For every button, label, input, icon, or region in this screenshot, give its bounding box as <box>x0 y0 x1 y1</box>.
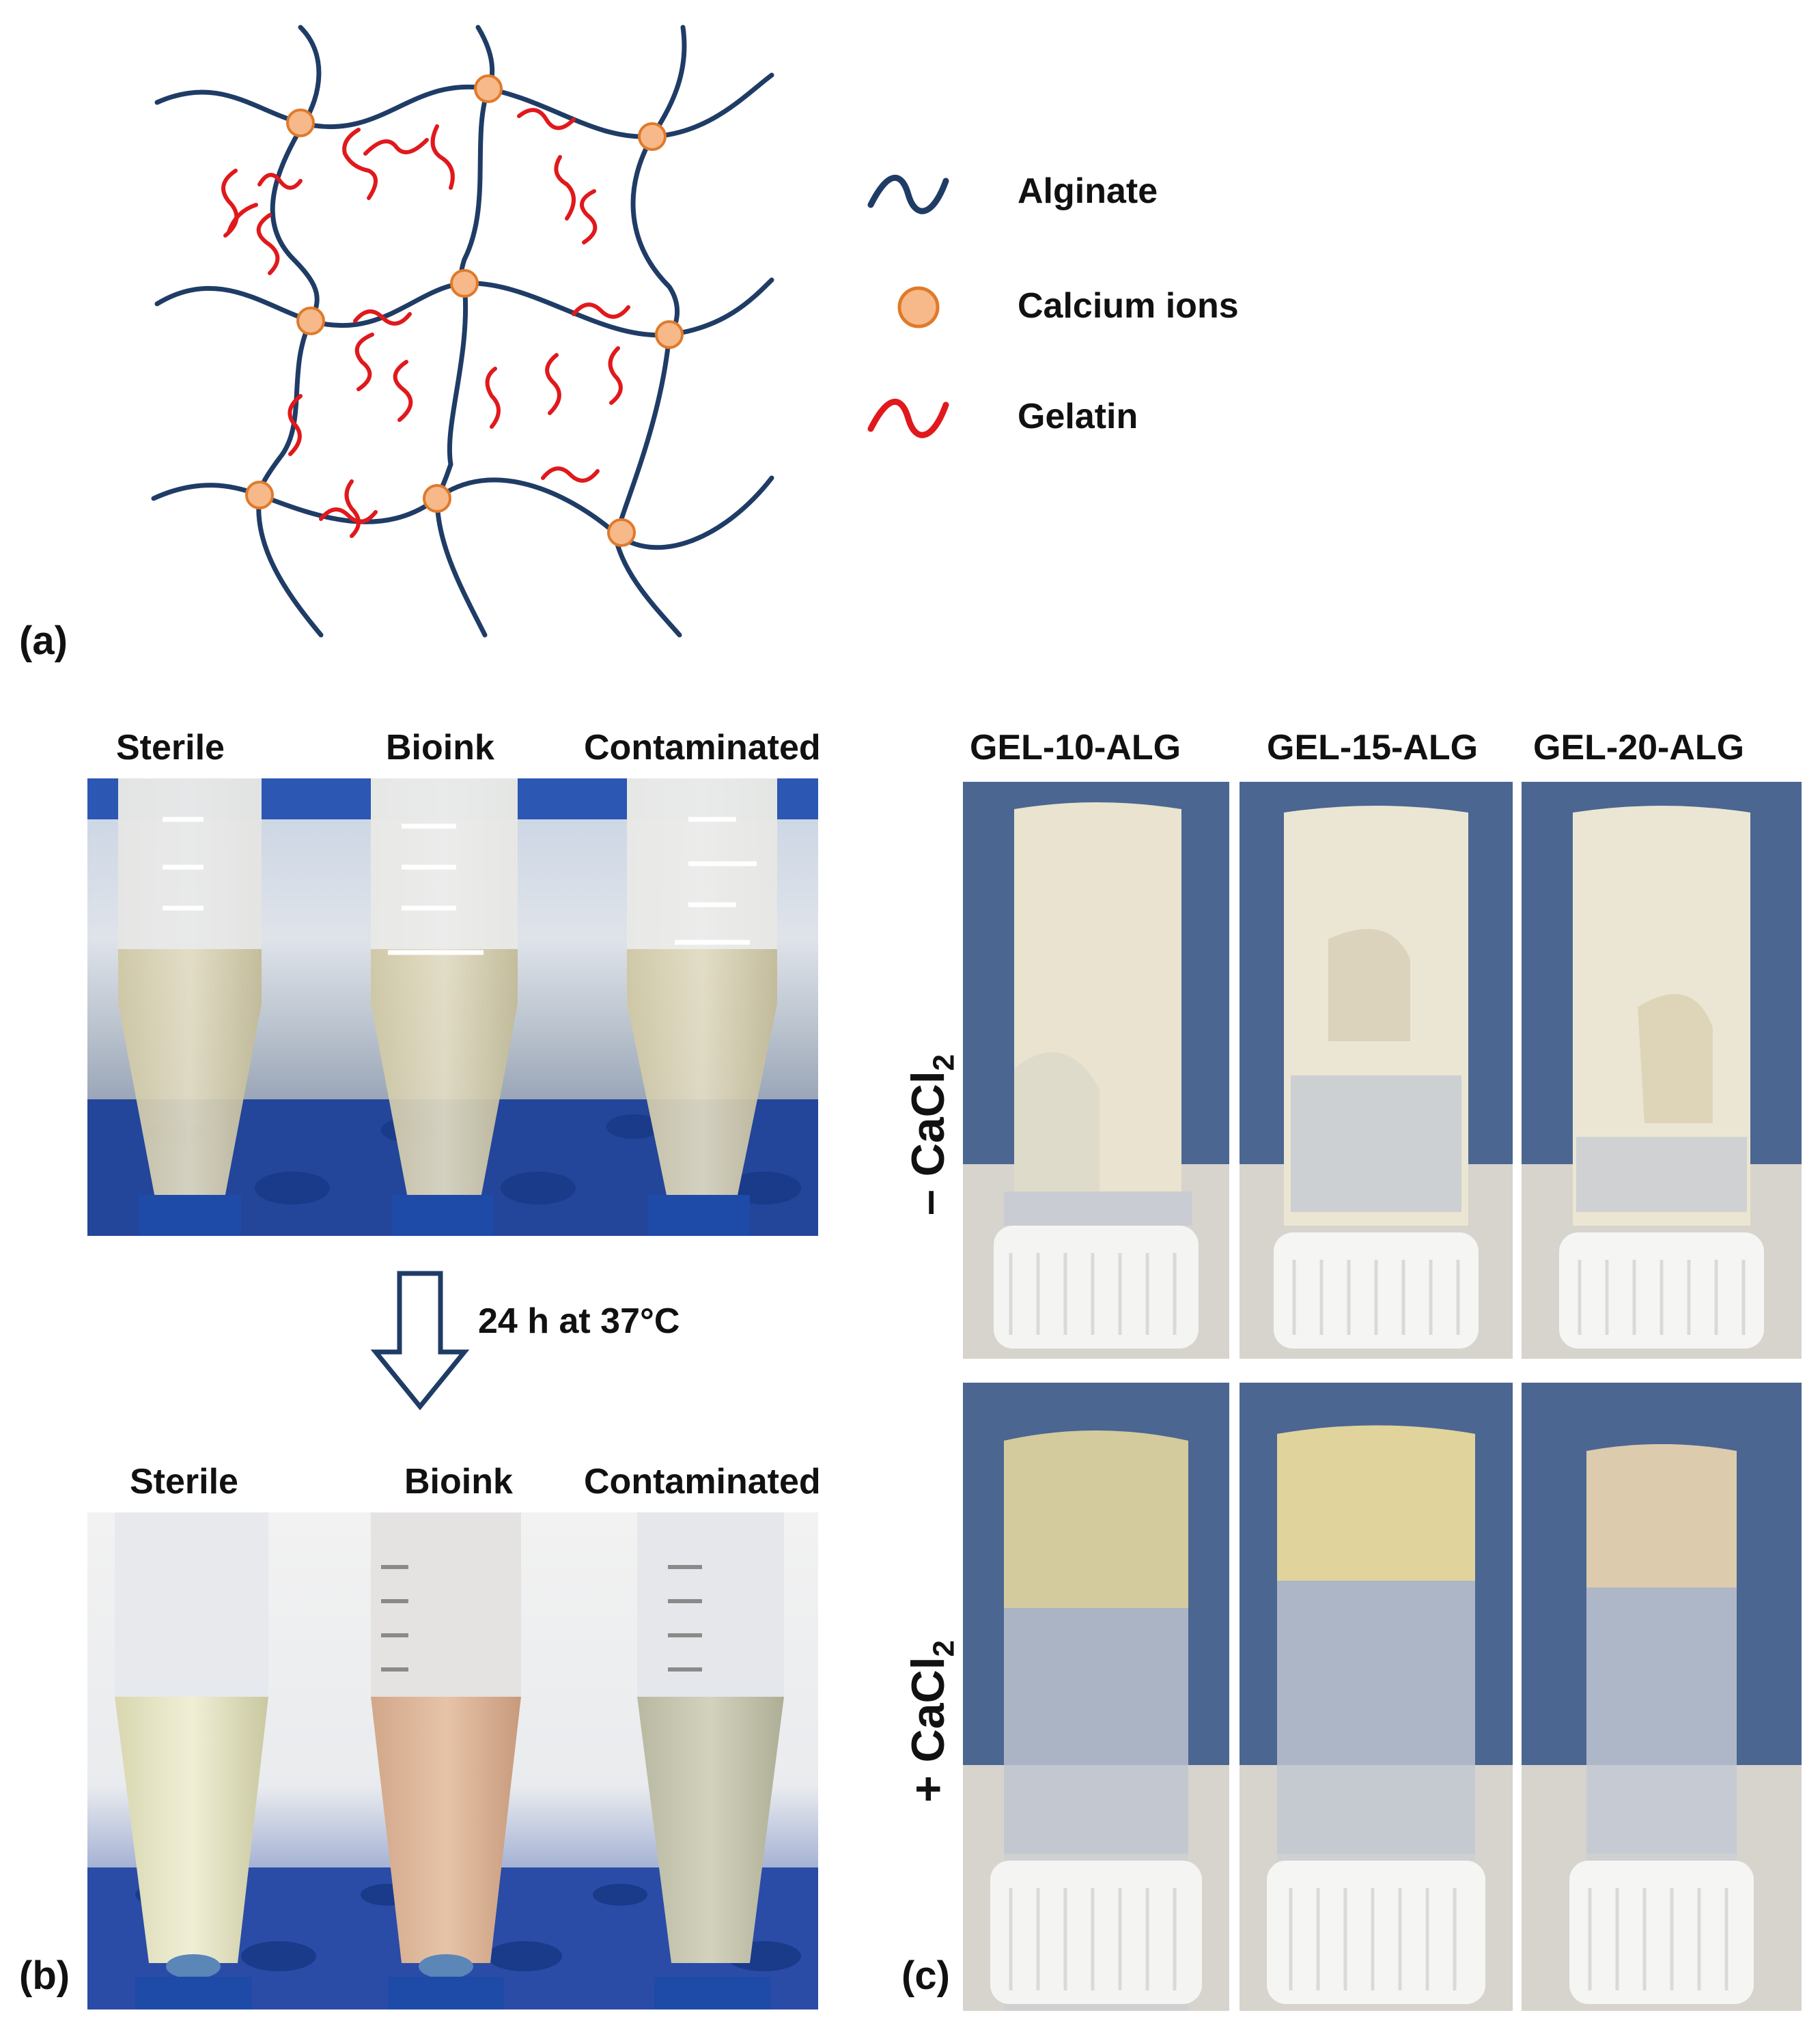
legend-alginate: Alginate <box>1018 171 1158 211</box>
row-label-minus-cacl2: – CaCl2 <box>901 1054 962 1215</box>
subscript-2: 2 <box>927 1639 961 1657</box>
vial-photo-gel10-plus <box>963 1383 1229 2011</box>
vial-photo-gel20-plus <box>1522 1383 1802 2011</box>
legend-calcium-ions: Calcium ions <box>1018 286 1239 326</box>
tubes-photo-after <box>87 1512 818 2009</box>
cacl-text: CaCl <box>902 1656 954 1763</box>
vial-photo-gel15-minus <box>1240 782 1513 1359</box>
tubes-photo-before <box>87 778 818 1236</box>
label-gel-15-alg: GEL-15-ALG <box>1267 728 1479 767</box>
panel-c-tag: (c) <box>901 1953 950 1998</box>
orange-circle-icon <box>897 286 940 328</box>
minus-sign: – <box>902 1189 954 1215</box>
label-sterile-top: Sterile <box>116 728 225 767</box>
cacl-text: CaCl <box>902 1071 954 1177</box>
incubation-label: 24 h at 37°C <box>478 1301 680 1341</box>
label-bioink-bottom: Bioink <box>404 1462 513 1501</box>
label-contaminated-top: Contaminated <box>584 728 821 767</box>
blue-wave-icon <box>867 174 949 214</box>
label-gel-10-alg: GEL-10-ALG <box>970 728 1181 767</box>
label-gel-20-alg: GEL-20-ALG <box>1533 728 1745 767</box>
network-schematic <box>151 25 774 638</box>
label-contaminated-bottom: Contaminated <box>584 1462 821 1501</box>
vial-photo-gel10-minus <box>963 782 1229 1359</box>
row-label-plus-cacl2: + CaCl2 <box>901 1640 962 1803</box>
down-arrow-icon <box>370 1271 470 1411</box>
label-sterile-bottom: Sterile <box>130 1462 238 1501</box>
red-wave-icon <box>867 398 949 438</box>
subscript-2: 2 <box>927 1054 961 1071</box>
vial-photo-gel15-plus <box>1240 1383 1513 2011</box>
vial-photo-gel20-minus <box>1522 782 1802 1359</box>
panel-b-tag: (b) <box>19 1953 70 1998</box>
label-bioink-top: Bioink <box>386 728 494 767</box>
panel-a-tag: (a) <box>19 619 68 663</box>
plus-sign: + <box>902 1775 954 1803</box>
legend-gelatin: Gelatin <box>1018 397 1138 436</box>
